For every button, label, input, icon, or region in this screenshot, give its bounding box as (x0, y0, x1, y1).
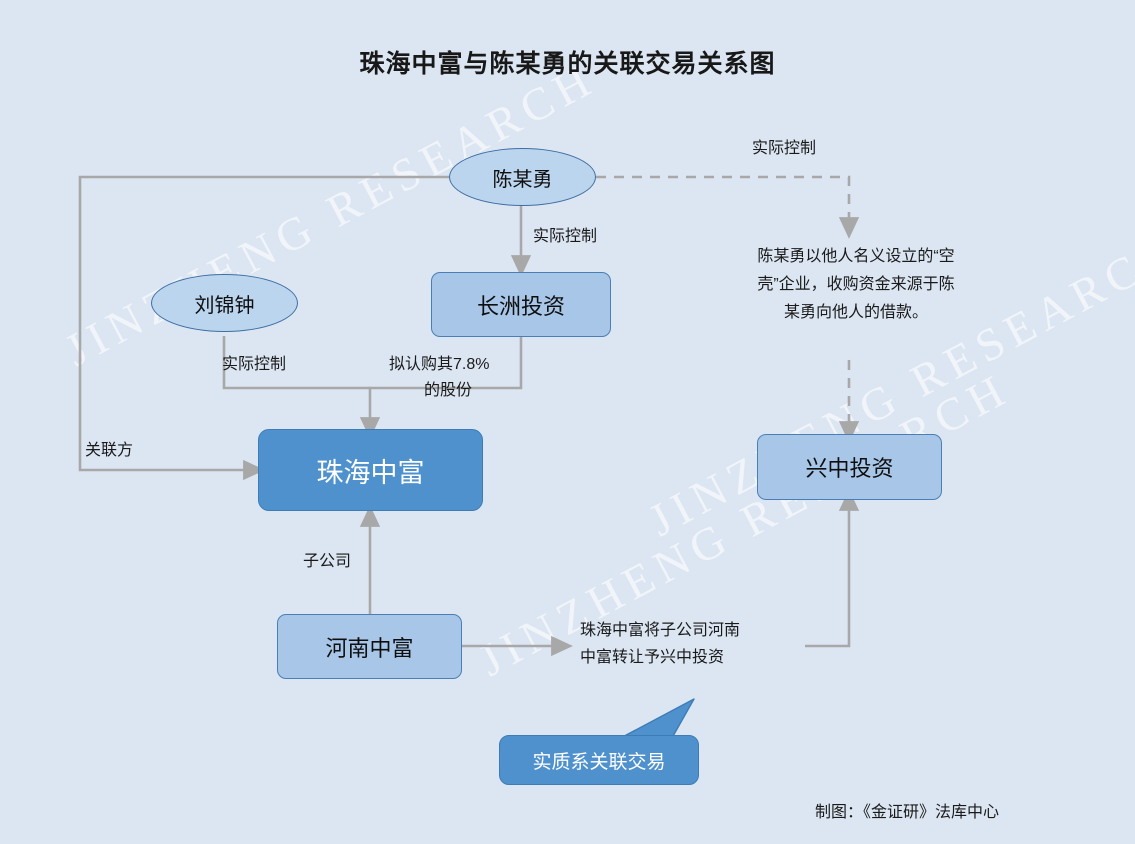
edge-label-changzhou-to-zhuhai-line2: 的股份 (424, 382, 473, 399)
callout-essentially-related-transaction[interactable]: 实质系关联交易 (499, 735, 699, 785)
edge-label-changzhou-to-zhuhai-line1: 拟认购其7.8% (389, 356, 490, 373)
edge-label-chen-to-zhuhai: 关联方 (85, 442, 134, 459)
edge-label-chen-to-xingzhong: 实际控制 (752, 140, 817, 157)
node-label: 刘锦钟 (194, 294, 255, 317)
page-title: 珠海中富与陈某勇的关联交易关系图 (359, 50, 776, 78)
node-label: 兴中投资 (805, 456, 894, 481)
node-label: 陈某勇 (492, 168, 553, 191)
node-label: 河南中富 (325, 635, 414, 661)
edge-label-chen-to-changzhou: 实际控制 (533, 228, 598, 245)
annotation-line-1: 陈某勇以他人名义设立的“空 (757, 248, 955, 265)
node-label: 珠海中富 (316, 457, 425, 488)
edge-label-liu-to-zhuhai: 实际控制 (222, 356, 287, 373)
edge-label-henan-transfer-line1: 珠海中富将子公司河南 (580, 622, 741, 639)
callout-label: 实质系关联交易 (532, 751, 666, 773)
node-liu-jinzhong[interactable]: 刘锦钟 (151, 274, 298, 332)
annotation-line-3: 某勇向他人的借款。 (783, 304, 928, 321)
edge-label-henan-transfer-line2: 中富转让予兴中投资 (580, 649, 725, 666)
node-changzhou-investment[interactable]: 长洲投资 (431, 272, 611, 337)
node-chen-mou-yong[interactable]: 陈某勇 (449, 148, 596, 206)
node-label: 长洲投资 (476, 293, 565, 319)
node-xingzhong-investment[interactable]: 兴中投资 (757, 434, 942, 500)
source-credit: 制图：《金证研》法库中心 (815, 804, 1000, 821)
node-zhuhai-zhongfu[interactable]: 珠海中富 (258, 429, 483, 511)
node-henan-zhongfu[interactable]: 河南中富 (277, 614, 462, 679)
edge-label-henan-to-zhuhai: 子公司 (303, 553, 352, 570)
annotation-line-2: 壳”企业，收购资金来源于陈 (757, 276, 955, 293)
annotation-shell-company: 陈某勇以他人名义设立的“空 壳”企业，收购资金来源于陈 某勇向他人的借款。 (727, 243, 985, 327)
